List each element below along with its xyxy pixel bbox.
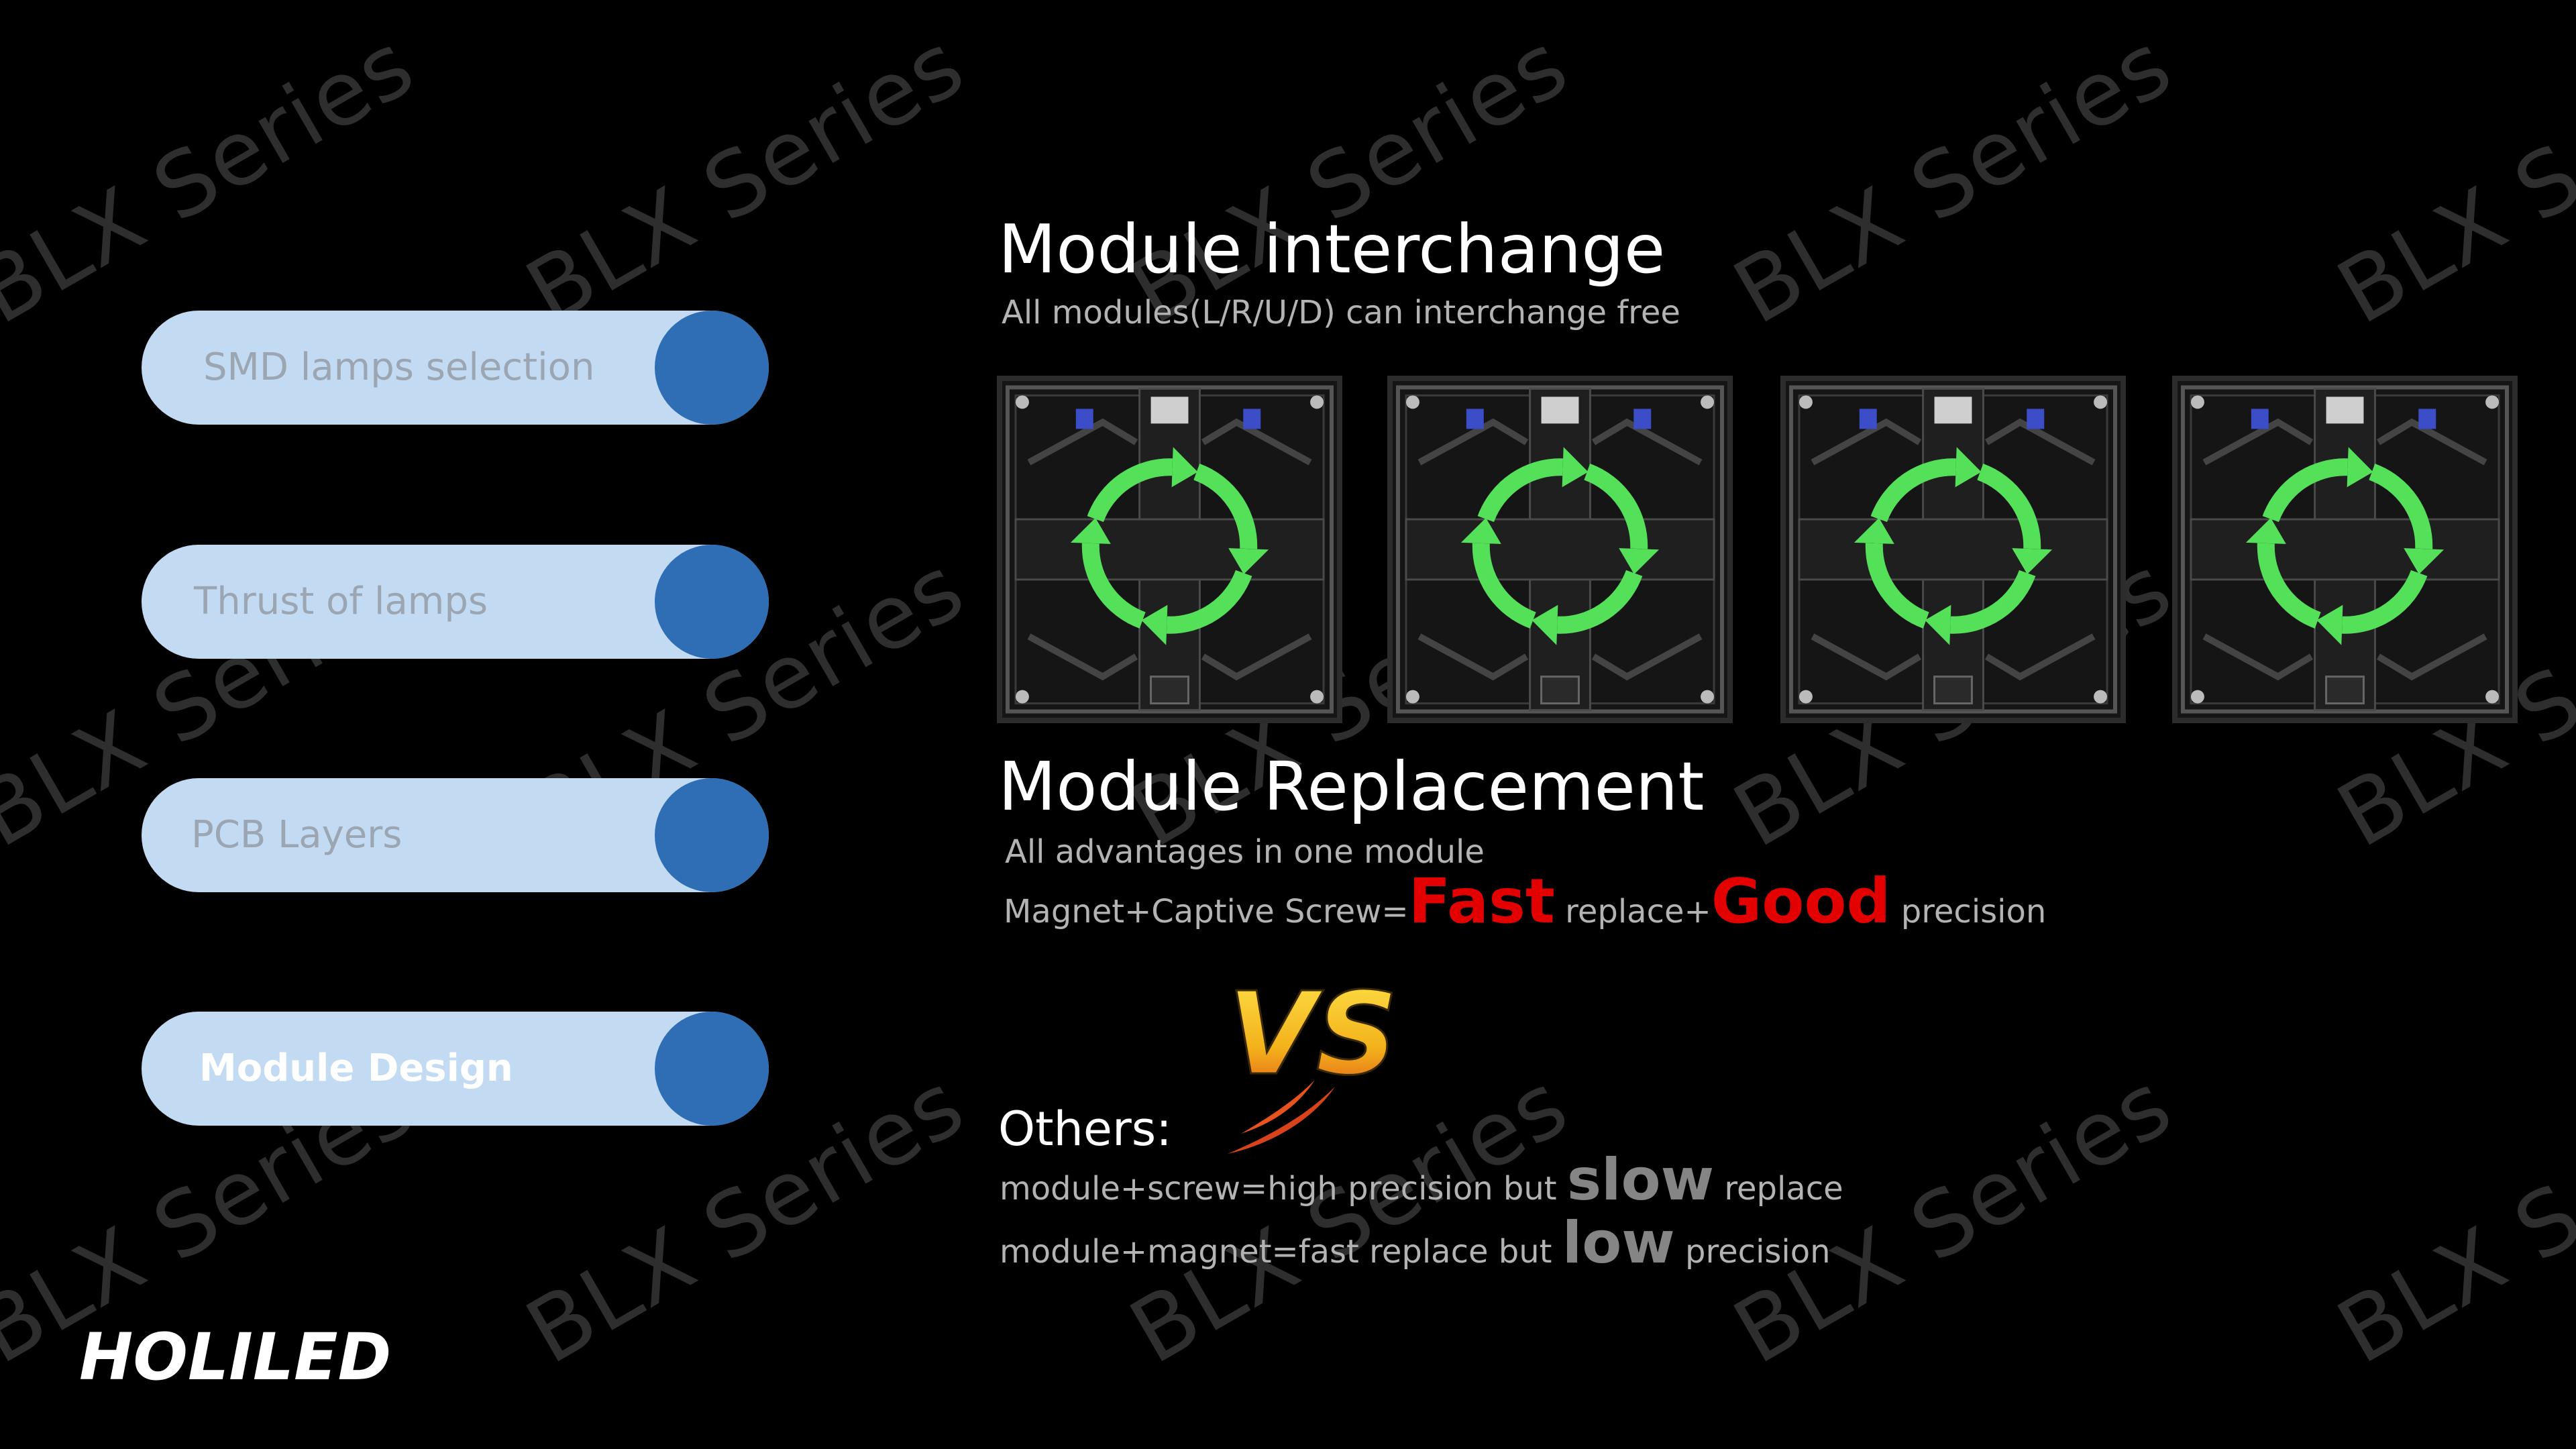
- slow-word: slow: [1566, 1146, 1715, 1214]
- good-word: Good: [1711, 865, 1891, 937]
- others-title: Others:: [998, 1102, 1172, 1157]
- rotate-arrows-icon: [1854, 447, 2053, 645]
- menu-bullet-icon: [655, 1012, 769, 1126]
- menu-item-label: Thrust of lamps: [194, 580, 488, 623]
- holiled-logo: HOLILED: [79, 1323, 455, 1390]
- interchange-subtitle: All modules(L/R/U/D) can interchange fre…: [1002, 294, 1680, 331]
- others-line2-suffix: precision: [1674, 1233, 1831, 1271]
- replacement-line2: Magnet+Captive Screw=Fast replace+Good p…: [1004, 871, 2046, 943]
- module-drawing: [1395, 385, 1725, 714]
- menu-item-label: PCB Layers: [191, 813, 402, 857]
- module-image: [1780, 376, 2126, 723]
- module-image: [997, 376, 1342, 723]
- rotate-arrows-icon: [1070, 447, 1269, 645]
- menu-bullet-icon: [655, 545, 769, 659]
- menu-item-thrust-of-lamps[interactable]: Thrust of lamps: [142, 545, 769, 659]
- logo-text: HOLILED: [79, 1323, 391, 1390]
- replacement-suffix: precision: [1890, 893, 2047, 930]
- menu-item-pcb-layers[interactable]: PCB Layers: [142, 778, 769, 892]
- replacement-prefix: Magnet+Captive Screw=: [1004, 893, 1409, 930]
- others-line1-prefix: module+screw=high precision but: [1000, 1170, 1567, 1208]
- module-image: [2172, 376, 2518, 723]
- module-drawing: [1788, 385, 2118, 714]
- menu-item-label: SMD lamps selection: [203, 345, 595, 389]
- rotate-arrows-icon: [2245, 447, 2445, 645]
- rotate-arrows-icon: [1460, 447, 1660, 645]
- menu-bullet-icon: [655, 311, 769, 425]
- replacement-title: Module Replacement: [998, 747, 1705, 826]
- menu-item-module-design[interactable]: Module Design: [142, 1012, 769, 1126]
- module-drawing: [1005, 385, 1334, 714]
- interchange-title: Module interchange: [998, 210, 1666, 288]
- others-line1-suffix: replace: [1714, 1170, 1843, 1208]
- module-drawing: [2180, 385, 2510, 714]
- others-line2-prefix: module+magnet=fast replace but: [1000, 1233, 1562, 1271]
- fast-word: Fast: [1408, 865, 1555, 937]
- menu-bullet-icon: [655, 778, 769, 892]
- module-image: [1387, 376, 1733, 723]
- replacement-line1: All advantages in one module: [1005, 833, 1485, 871]
- vs-text: VS: [1228, 968, 1398, 1101]
- replacement-middle: replace+: [1554, 893, 1711, 930]
- menu-item-label: Module Design: [199, 1046, 513, 1090]
- others-line1: module+screw=high precision but slow rep…: [1000, 1151, 1843, 1218]
- vs-graphic: VS: [1201, 932, 1402, 1161]
- menu-item-smd-lamps[interactable]: SMD lamps selection: [142, 311, 769, 425]
- low-word: low: [1562, 1210, 1675, 1277]
- others-line2: module+magnet=fast replace but low preci…: [1000, 1214, 1831, 1281]
